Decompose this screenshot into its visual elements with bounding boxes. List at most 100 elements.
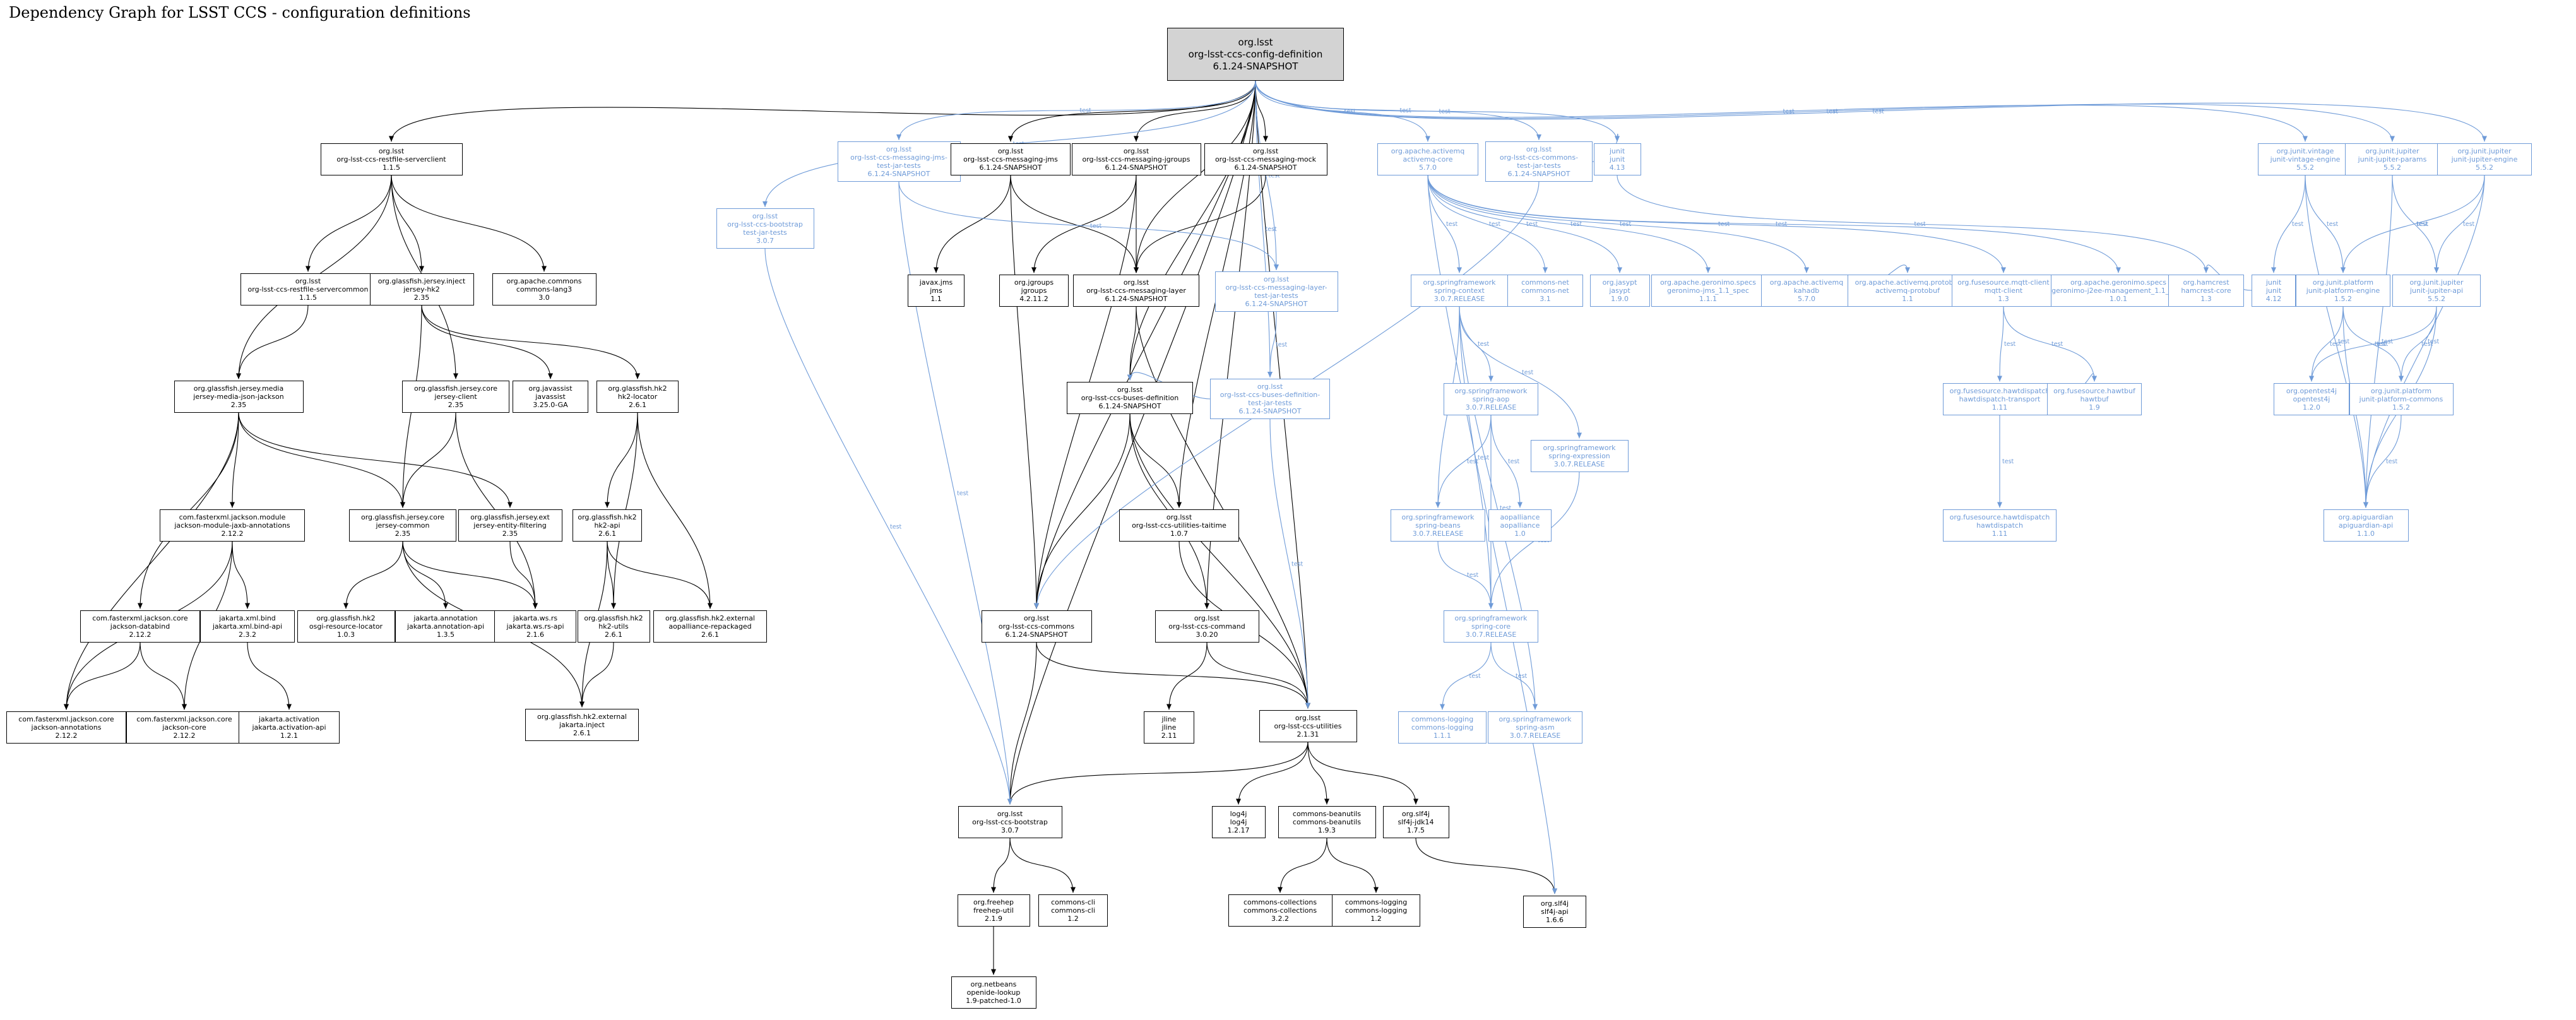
node-label-line: jline — [1161, 715, 1177, 723]
node-label-line: commons-logging — [1344, 906, 1408, 915]
node-label-line: 1.2 — [1370, 914, 1382, 923]
node-label-line: 2.35 — [448, 400, 464, 409]
node-label-line: javax.jms — [919, 278, 953, 287]
node-label-line: commons-lang3 — [516, 285, 573, 294]
node-label-line: 6.1.24-SNAPSHOT — [1507, 170, 1570, 178]
node-label-line: org.lsst — [1023, 614, 1050, 622]
node-label-line: org.springframework — [1454, 386, 1528, 395]
node-label-line: spring-beans — [1415, 521, 1461, 530]
node-label-line: commons-net — [1521, 278, 1569, 287]
node-label-line: jersey-media-json-jackson — [193, 392, 284, 401]
node-label-line: 6.1.24-SNAPSHOT — [1213, 60, 1298, 72]
node-label-line: 1.0.1 — [2110, 294, 2127, 303]
node-label-line: junit-platform-commons — [2359, 394, 2443, 403]
node-label-line: 1.11 — [1991, 403, 2008, 412]
node-label-line: org.apache.commons — [506, 276, 582, 285]
node-label-line: 2.12.2 — [55, 731, 78, 740]
node-label-line: org-lsst-ccs-buses-definition- — [1220, 391, 1321, 399]
node-label-line: 3.0.7.RELEASE — [1509, 731, 1561, 740]
node-label-line: com.fasterxml.jackson.core — [18, 715, 114, 723]
node-label-line: com.fasterxml.jackson.module — [179, 513, 286, 521]
node-label-line: 2.6.1 — [605, 630, 622, 639]
node-label-line: 1.9-patched-1.0 — [966, 996, 1021, 1005]
node-label-line: org.junit.platform — [2312, 278, 2374, 287]
node-label-line: 2.12.2 — [173, 731, 196, 740]
node-label-line: org-lsst-ccs-command — [1168, 622, 1245, 631]
node-label-line: 1.1.5 — [299, 293, 317, 302]
node-label-line: commons-cli — [1051, 898, 1095, 906]
node-label-line: 5.7.0 — [1419, 163, 1437, 172]
node-label-line: aopalliance — [1500, 513, 1540, 521]
node-label-line: org.lsst — [752, 212, 778, 220]
node-label-line: org.springframework — [1401, 513, 1475, 521]
node-label-line: 1.7.5 — [1407, 826, 1425, 834]
node-label-line: activemq-core — [1403, 155, 1453, 163]
node-label-line: org.apiguardian — [2338, 513, 2394, 521]
node-label-line: aopalliance-repackaged — [668, 622, 752, 631]
node-label-line: hawtdispatch — [1976, 521, 2023, 530]
node-label-line: junit — [1609, 146, 1625, 155]
node-label-line: 1.2.1 — [280, 731, 298, 740]
node-label-line: 5.5.2 — [2476, 163, 2493, 172]
node-label-line: org.lsst — [295, 276, 321, 285]
node-label-line: freehep-util — [973, 906, 1014, 915]
node-label-line: org.lsst — [1526, 145, 1552, 153]
node-label-line: jline — [1161, 723, 1177, 732]
node-label-line: 1.6.6 — [1546, 915, 1564, 924]
node-label-line: org.lsst — [1117, 385, 1143, 394]
node-label-line: org.jasypt — [1602, 278, 1637, 287]
node-label-line: junit — [2265, 278, 2282, 287]
node-label-line: spring-expression — [1548, 451, 1610, 460]
node-label-line: org.netbeans — [970, 980, 1017, 988]
node-label-line: 1.3 — [1998, 294, 2009, 303]
node-label-line: org.fusesource.hawtdispatch — [1949, 386, 2050, 395]
node-label-line: org-lsst-ccs-commons — [998, 622, 1075, 631]
node-label-line: 2.6.1 — [629, 400, 646, 409]
node-label-line: 3.0.7.RELEASE — [1412, 529, 1464, 538]
node-label-line: jakarta.activation-api — [252, 723, 326, 732]
node-label-line: org-lsst-ccs-bootstrap — [727, 220, 803, 228]
node-label-line: activemq-protobuf — [1875, 286, 1940, 295]
node-label-line: 1.1.5 — [383, 163, 400, 172]
node-label-line: org-lsst-ccs-restfile-serverclient — [336, 155, 446, 163]
node-label-line: junit — [2265, 286, 2282, 295]
node-label-line: hawtdispatch-transport — [1959, 394, 2041, 403]
node-label-line: junit-jupiter-api — [2409, 286, 2464, 295]
node-label-line: org.freehep — [973, 898, 1014, 906]
node-label-line: org.lsst — [1194, 614, 1220, 622]
node-label-line: 1.1 — [1902, 294, 1913, 303]
